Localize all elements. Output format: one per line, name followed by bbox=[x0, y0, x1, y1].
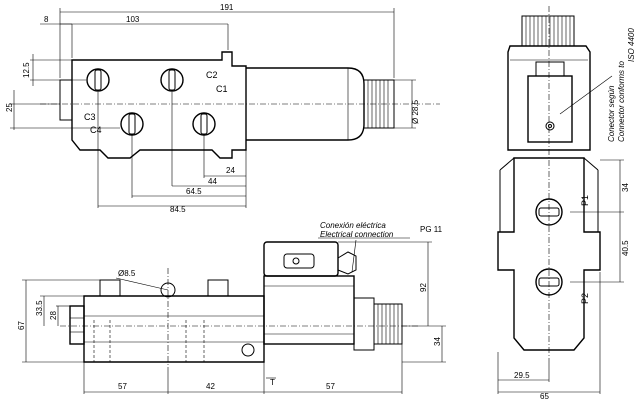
dim-57-left: 57 bbox=[118, 382, 127, 391]
dim-28: 28 bbox=[49, 311, 58, 320]
callout-conexion-en: Electrical connection bbox=[320, 230, 394, 239]
port-label-c3: C3 bbox=[84, 112, 96, 122]
port-screw-c2 bbox=[192, 112, 216, 136]
dim-92: 92 bbox=[419, 283, 428, 292]
dim-42: 42 bbox=[206, 382, 215, 391]
port-screw-p1 bbox=[535, 198, 563, 226]
dim-8: 8 bbox=[44, 15, 49, 24]
dim-65: 65 bbox=[540, 392, 549, 400]
dim-29-5: 29.5 bbox=[514, 371, 530, 380]
dim-12-5: 12.5 bbox=[22, 62, 31, 78]
port-label-p2: P2 bbox=[580, 293, 590, 304]
dim-84-5: 84.5 bbox=[170, 205, 186, 214]
connector-label-es: Conector según bbox=[607, 85, 616, 142]
dim-44: 44 bbox=[208, 177, 217, 186]
callout-pg11: PG 11 bbox=[420, 225, 443, 234]
side-valve-body bbox=[497, 157, 601, 351]
dim-191: 191 bbox=[220, 3, 234, 12]
side-view: P1 P2 Conector según Connector conforms … bbox=[497, 6, 636, 400]
dim-64-5: 64.5 bbox=[186, 187, 202, 196]
port-label-c4: C4 bbox=[90, 125, 102, 135]
port-screw-c3 bbox=[86, 68, 110, 92]
port-screw-p2 bbox=[535, 268, 563, 296]
side-connector bbox=[527, 75, 573, 143]
dim-t-label: T bbox=[270, 378, 275, 387]
connector-label-en: Connector conforms to bbox=[617, 61, 626, 142]
top-knurled-nut bbox=[363, 79, 395, 129]
dim-34-side: 34 bbox=[621, 183, 630, 192]
dim-67: 67 bbox=[17, 321, 26, 330]
front-end-nut bbox=[69, 305, 85, 345]
dim-34-front: 34 bbox=[433, 337, 442, 346]
callout-conexion-es: Conexión eléctrica bbox=[320, 221, 386, 230]
top-valve-body bbox=[71, 51, 247, 159]
front-valve-body bbox=[83, 295, 265, 363]
port-screw-c4 bbox=[120, 112, 144, 136]
front-view: Conexión eléctrica Electrical connection… bbox=[17, 221, 446, 394]
port-label-p1: P1 bbox=[580, 195, 590, 206]
dim-57-right: 57 bbox=[326, 382, 335, 391]
connector-standard: ISO 4400 bbox=[627, 28, 636, 62]
side-coil-housing bbox=[507, 45, 591, 151]
dim-24: 24 bbox=[226, 166, 235, 175]
port-screw-c1 bbox=[160, 68, 184, 92]
dim-coil-diameter: Ø 28.5 bbox=[411, 99, 420, 124]
port-label-c2: C2 bbox=[206, 70, 218, 80]
dim-40-5: 40.5 bbox=[621, 240, 630, 256]
dim-103: 103 bbox=[126, 15, 140, 24]
dim-33-5: 33.5 bbox=[35, 300, 44, 316]
port-label-c1: C1 bbox=[216, 84, 228, 94]
top-left-boss bbox=[59, 79, 73, 121]
front-connector bbox=[263, 241, 339, 277]
top-view: C2 C1 C3 C4 191 103 8 12.5 25 Ø 28.5 bbox=[5, 3, 440, 214]
callout-hole-dia: Ø8.5 bbox=[118, 269, 136, 278]
dim-25: 25 bbox=[5, 103, 14, 112]
